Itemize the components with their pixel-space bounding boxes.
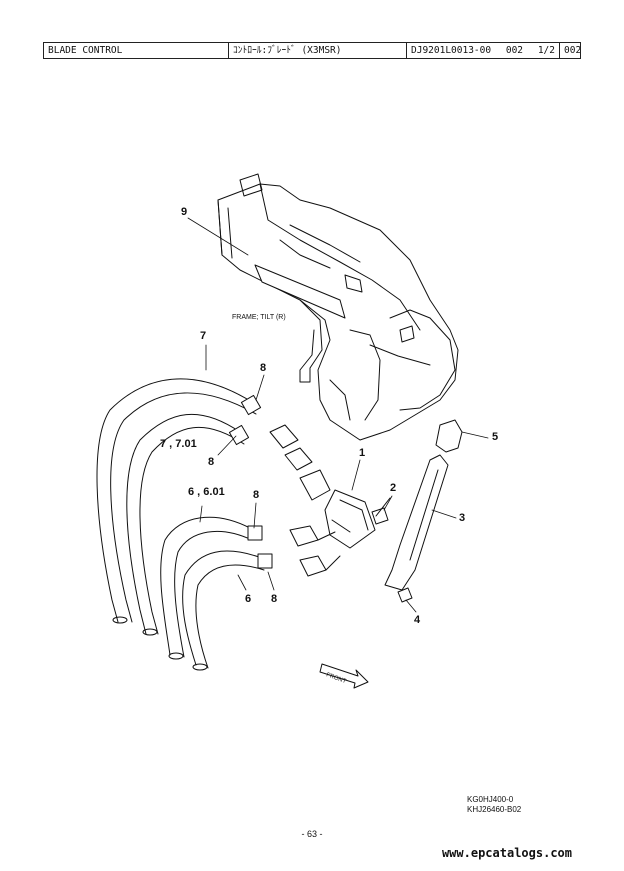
callout-9: 9 xyxy=(181,206,188,218)
group-number: 002 xyxy=(505,45,524,56)
drawing-code-2: KHJ26460-B02 xyxy=(467,805,522,814)
leader-lines xyxy=(187,217,489,613)
callout-8: 8 xyxy=(271,593,278,605)
callout-6: 6 xyxy=(245,593,252,605)
callout-1: 1 xyxy=(359,447,366,459)
callout-7-701: 7 , 7.01 xyxy=(160,438,197,450)
bolt-4 xyxy=(397,587,413,603)
title-block: BLADE CONTROL ｺﾝﾄﾛｰﾙ:ﾌﾞﾚｰﾄﾞ (X3MSR) DJ92… xyxy=(43,42,581,59)
part-code: DJ9201L0013-00 xyxy=(411,45,492,56)
callout-4: 4 xyxy=(414,614,421,626)
callout-8: 8 xyxy=(260,362,267,374)
mounting-plate xyxy=(384,454,449,591)
hose-6 xyxy=(160,516,273,671)
bolt xyxy=(371,497,391,525)
drawing-code-1: KG0HJ400-0 xyxy=(467,795,514,804)
section-title-jp: ｺﾝﾄﾛｰﾙ:ﾌﾞﾚｰﾄﾞ (X3MSR) xyxy=(229,43,407,58)
front-arrow: FRONT xyxy=(319,663,369,689)
drawing-codes: KG0HJ400-0 KHJ26460-B02 xyxy=(467,795,521,815)
page-ref: 002 xyxy=(564,45,580,56)
cover xyxy=(435,419,463,453)
control-valve xyxy=(269,424,376,577)
frame-label: FRAME; TILT (R) xyxy=(232,314,286,321)
part-code-cell: DJ9201L0013-00 002 1/2 xyxy=(407,43,560,58)
callout-6-601: 6 , 6.01 xyxy=(188,486,225,498)
hose-7 xyxy=(96,378,262,636)
section-title: BLADE CONTROL xyxy=(44,43,229,58)
sheet-number: 1/2 xyxy=(537,45,555,56)
callout-8: 8 xyxy=(208,456,215,468)
page-number: - 63 - xyxy=(301,829,323,839)
tilt-frame xyxy=(217,173,459,441)
callout-5: 5 xyxy=(492,431,499,443)
watermark-link[interactable]: www.epcatalogs.com xyxy=(441,846,572,860)
callout-7: 7 xyxy=(200,330,207,342)
callout-2: 2 xyxy=(390,482,397,494)
callout-8: 8 xyxy=(253,489,260,501)
callout-3: 3 xyxy=(459,512,466,524)
